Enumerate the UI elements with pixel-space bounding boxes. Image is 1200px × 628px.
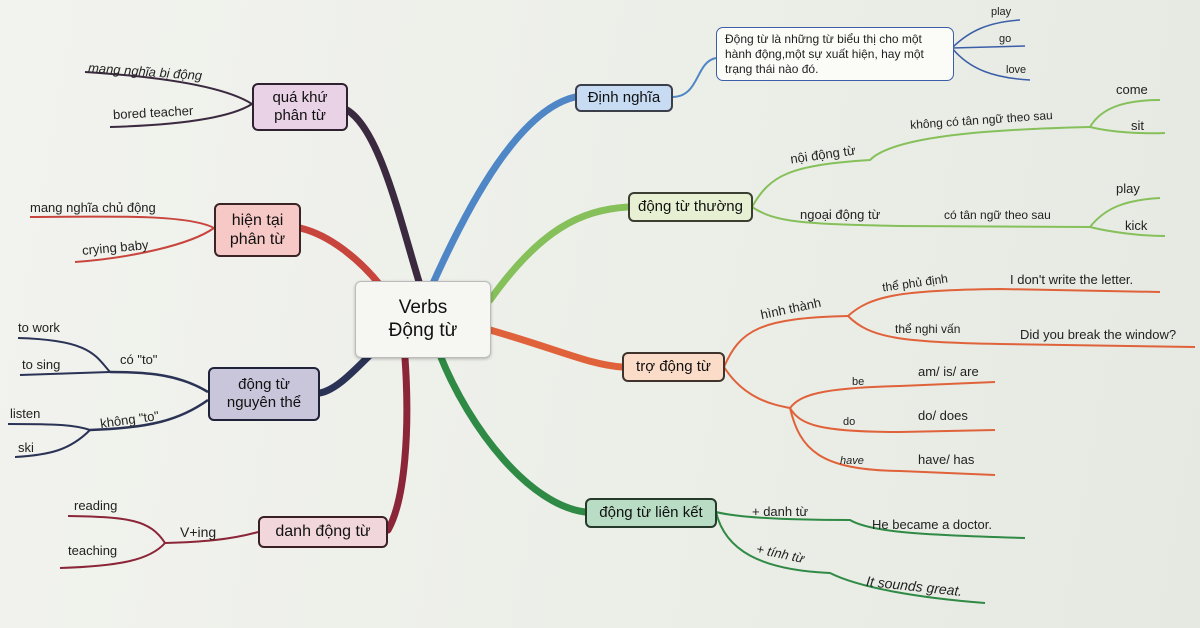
definition-box: Động từ là những từ biểu thị cho một hàn… [716, 27, 954, 81]
label-nghi-van: thể nghi vấn [895, 322, 961, 336]
definition-text: Động từ là những từ biểu thị cho một hàn… [725, 32, 924, 76]
label-chu-dong: mang nghĩa chủ động [30, 200, 156, 215]
example-teaching: teaching [68, 543, 118, 558]
link-ex-go [951, 45, 1026, 49]
node-nguyen-the[interactable]: động từ nguyên thể [208, 367, 320, 421]
example-listen: listen [10, 406, 41, 421]
link-dong-tu-thuong [486, 203, 632, 304]
node-qua-khu-line1: quá khứ [272, 89, 328, 106]
example-ski: ski [18, 440, 34, 455]
central-title: Verbs [398, 296, 448, 318]
node-lien-ket[interactable]: động từ liên kết [585, 498, 717, 528]
node-dinh-nghia-label: Định nghĩa [587, 89, 661, 106]
node-tro-dong-tu[interactable]: trợ động từ [622, 352, 725, 382]
node-lien-ket-label: động từ liên kết [599, 504, 703, 521]
example-play: play [991, 6, 1012, 18]
node-danh-dong-tu-label: danh động từ [275, 523, 371, 541]
example-nghi-van: Did you break the window? [1020, 327, 1177, 342]
node-nguyen-the-line1: động từ [238, 376, 290, 393]
link-hien-tai [296, 224, 384, 289]
node-hien-tai-line2: phân từ [229, 231, 286, 248]
link-dinh-nghia [426, 93, 579, 294]
node-tro-dong-tu-label: trợ động từ [636, 358, 711, 375]
label-ngoai-desc: có tân ngữ theo sau [944, 208, 1051, 222]
link-noi-dong-tu [751, 126, 1091, 208]
central-node[interactable]: Verbs Động từ [355, 281, 491, 358]
example-come: come [1116, 82, 1148, 97]
label-v-ing: V+ing [180, 524, 217, 540]
link-ngoai-dong-tu [751, 206, 1091, 228]
node-danh-dong-tu[interactable]: danh động từ [258, 516, 388, 548]
label-danh-tu: + danh từ [752, 504, 809, 519]
link-hinh-thanh [723, 315, 849, 368]
link-tro-dong-tu [486, 326, 626, 371]
label-have: have [840, 455, 864, 467]
do-forms: do/ does [918, 408, 968, 423]
link-danh-tu [715, 511, 1026, 539]
node-nguyen-the-line2: nguyên thể [226, 394, 302, 411]
node-dong-tu-thuong-label: động từ thường [638, 198, 743, 215]
node-dong-tu-thuong[interactable]: động từ thường [628, 192, 753, 222]
link-qua-khu [343, 106, 424, 289]
node-qua-khu-line2: phân từ [274, 107, 326, 124]
label-do: do [843, 416, 856, 428]
link-nguyen-the [316, 351, 374, 397]
example-phu-dinh: I don't write the letter. [1010, 272, 1134, 287]
link-danh-dong-tu [384, 354, 411, 534]
node-qua-khu[interactable]: quá khứ phân từ [252, 83, 348, 131]
example-danh-tu: He became a doctor. [872, 517, 992, 532]
label-be: be [852, 376, 865, 388]
example-love: love [1006, 64, 1027, 76]
label-ngoai-dong-tu: ngoại động từ [800, 207, 881, 222]
be-forms: am/ is/ are [918, 364, 979, 379]
node-hien-tai[interactable]: hiện tại phân từ [214, 203, 301, 257]
link-lien-ket [436, 351, 589, 516]
example-reading: reading [74, 498, 118, 513]
node-hien-tai-line1: hiện tại [231, 211, 284, 229]
have-forms: have/ has [918, 452, 975, 467]
example-sit: sit [1131, 118, 1144, 133]
link-ex-love [951, 47, 1031, 81]
example-to-sing: to sing [22, 357, 61, 372]
example-go: go [999, 33, 1012, 45]
node-dinh-nghia[interactable]: Định nghĩa [575, 84, 673, 112]
link-ex-play [951, 19, 1021, 49]
link-be-do-have [723, 366, 791, 409]
example-to-work: to work [18, 320, 60, 335]
label-co-to: có "to" [120, 352, 158, 367]
central-subtitle: Động từ [388, 319, 458, 341]
link-tinh-tu [715, 511, 986, 604]
link-definition [671, 57, 717, 98]
example-kick: kick [1125, 218, 1148, 233]
example-play-2: play [1116, 181, 1140, 196]
